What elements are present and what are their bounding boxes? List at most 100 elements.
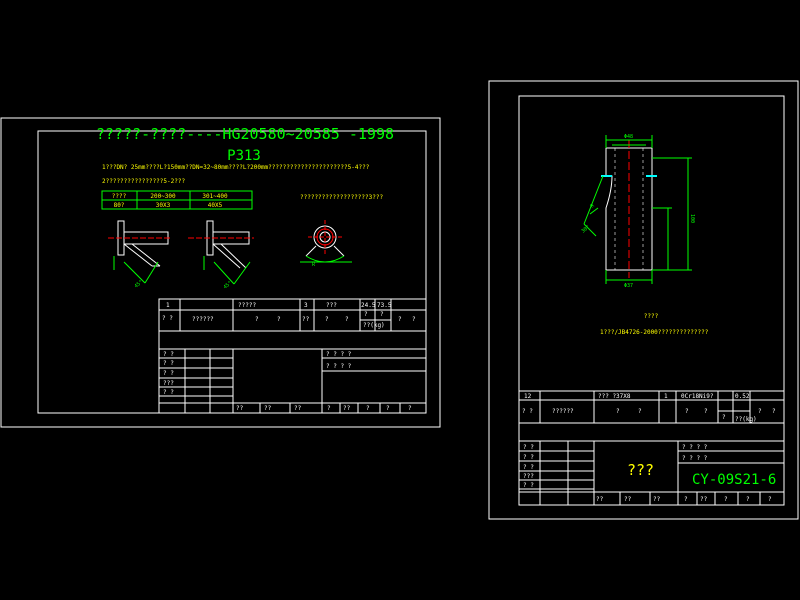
spec-table-cell: 40X5	[208, 202, 223, 209]
part-caption: ????	[644, 313, 659, 320]
left-sheet-title: ?????-????----HG20580~20585 -1998	[96, 125, 394, 143]
title-block-cell: ?	[364, 311, 368, 318]
title-block-cell: 73.5	[377, 302, 392, 309]
title-block-cell: ?	[408, 405, 412, 412]
title-block-cell: ? ?	[523, 464, 534, 471]
title-block-cell: ? ?	[163, 351, 174, 358]
title-block-cell: ??? ?37X8	[598, 393, 631, 400]
title-block-cell: 24.5	[361, 302, 376, 309]
title-block-cell: ??????	[552, 408, 574, 415]
title-block-cell: ???	[326, 302, 337, 309]
left-sheet-number: P313	[227, 148, 261, 164]
circular-section-detail: R	[300, 220, 352, 268]
right-title-block	[518, 390, 785, 506]
left-sheet-note-line2: 2????????????????5-2???	[102, 178, 185, 185]
spec-table-cell: 80?	[114, 202, 125, 209]
left-sheet: ?????-????----HG20580~20585 -1998 P313 1…	[0, 117, 441, 428]
dimension-label: 30°	[580, 224, 591, 234]
title-block-cell: ??	[700, 496, 708, 503]
title-block-cell: ??	[264, 405, 272, 412]
tee-part-drawing: Φ48 Φ37 100 R 30°	[580, 134, 695, 289]
title-block-cell: ? ?	[163, 370, 174, 377]
title-block-cell: 1	[166, 302, 170, 309]
title-block-cell: ?	[325, 316, 329, 323]
right-sheet-border	[488, 80, 799, 520]
right-title-block-text: 12 ??? ?37X8 1 0Cr18Ni9? 0.52 ? ? ??????…	[522, 393, 776, 503]
left-sheet-border	[0, 117, 441, 428]
title-block-cell: ?	[685, 408, 689, 415]
flange-detail-2: 45°	[188, 220, 254, 291]
title-block-cell: ? ?	[162, 315, 173, 322]
title-block-cell: ?	[398, 316, 402, 323]
title-block-cell: ? ? ? ?	[326, 351, 352, 358]
title-block-cell: ?	[255, 316, 259, 323]
title-block-cell: ? ?	[523, 444, 534, 451]
flange-detail-1: 45°	[108, 220, 172, 290]
left-sheet-note-line1: 1???DN? 25mm????L?150mm??DN=32~80mm????L…	[102, 164, 370, 171]
dimension-label: Φ37	[624, 283, 633, 289]
title-block-cell: ???	[163, 380, 174, 387]
title-block-cell: ??	[343, 405, 351, 412]
title-block-cell: ?	[277, 316, 281, 323]
title-block-cell: ?	[616, 408, 620, 415]
title-block-cell: ??	[236, 405, 244, 412]
title-block-cell: 12	[524, 393, 532, 400]
title-block-cell: ?	[768, 496, 772, 503]
detail-label: ???????????????????3???	[300, 194, 383, 201]
right-sheet: Φ48 Φ37 100 R 30° ???? 1???/JB4726-2000?…	[488, 80, 799, 520]
spec-table-cell: ????	[112, 193, 127, 200]
title-block-cell: ? ? ? ?	[326, 363, 352, 370]
title-block-cell: ?	[366, 405, 370, 412]
title-block-cell: ?	[758, 408, 762, 415]
title-block-cell: ? ? ? ?	[682, 444, 708, 451]
left-title-block-text: 1 ????? 3 ??? 24.5 73.5 ? ? ?????? ? ? ?…	[162, 302, 416, 412]
title-block-cell: ??	[302, 316, 310, 323]
left-title-block	[158, 298, 427, 414]
dimension-label: 100	[689, 214, 695, 223]
title-block-cell: ? ?	[523, 454, 534, 461]
dimension-label: R	[312, 262, 316, 268]
dimension-label: R	[589, 202, 596, 209]
title-block-cell: ?	[746, 496, 750, 503]
title-block-cell: ???	[523, 473, 534, 480]
spec-table-cell: 30X3	[156, 202, 171, 209]
title-block-cell: 3	[304, 302, 308, 309]
drawing-name: ???	[627, 461, 654, 479]
title-block-cell: ? ?	[163, 360, 174, 367]
title-block-cell: ?	[380, 311, 384, 318]
title-block-cell: ??	[624, 496, 632, 503]
title-block-cell: ?	[345, 316, 349, 323]
title-block-cell: ? ?	[163, 389, 174, 396]
dimension-label: 45°	[133, 279, 144, 289]
title-block-cell: ??(kg)	[363, 322, 385, 329]
title-block-cell: ? ?	[523, 482, 534, 489]
title-block-cell: 0Cr18Ni9?	[681, 393, 714, 400]
spec-table-cell: 200~300	[150, 193, 176, 200]
title-block-cell: ?	[724, 496, 728, 503]
title-block-cell: ??	[294, 405, 302, 412]
title-block-cell: 0.52	[735, 393, 750, 400]
spec-table: ???? 200~300 301~400 80? 30X3 40X5	[101, 190, 253, 210]
title-block-cell: ?	[638, 408, 642, 415]
title-block-cell: ??(kg)	[735, 416, 757, 423]
title-block-cell: ?	[684, 496, 688, 503]
title-block-cell: ?	[772, 408, 776, 415]
drawing-number: CY-09S21-6	[692, 472, 776, 488]
spec-table-cell: 301~400	[202, 193, 228, 200]
title-block-cell: ??	[653, 496, 661, 503]
part-note: 1???/JB4726-2000??????????????	[600, 329, 709, 336]
dimension-label: Φ48	[624, 134, 633, 140]
title-block-cell: 1	[664, 393, 668, 400]
title-block-cell: ??	[596, 496, 604, 503]
title-block-cell: ?	[386, 405, 390, 412]
title-block-cell: ? ? ? ?	[682, 455, 708, 462]
title-block-cell: ?	[704, 408, 708, 415]
title-block-cell: ? ?	[522, 408, 533, 415]
title-block-cell: ?	[722, 414, 726, 421]
dimension-label: 45°	[222, 280, 233, 290]
title-block-cell: ?	[327, 405, 331, 412]
title-block-cell: ??????	[192, 316, 214, 323]
title-block-cell: ?????	[238, 302, 256, 309]
title-block-cell: ?	[412, 316, 416, 323]
